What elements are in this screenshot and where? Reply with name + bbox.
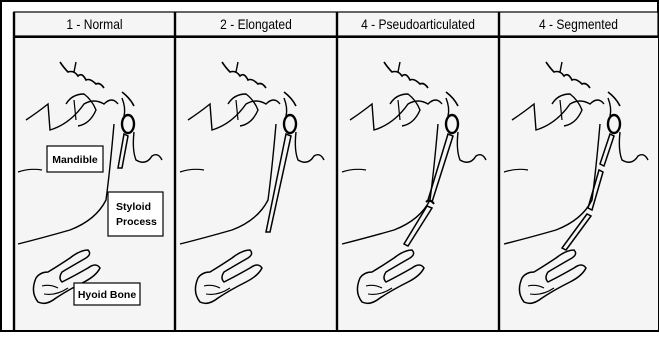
hyoid-label-box: Hyoid Bone <box>74 283 140 305</box>
hyoid-label: Hyoid Bone <box>78 289 136 301</box>
styloid-label-line2: Process <box>116 216 157 228</box>
styloid-label-line1: Styloid <box>116 201 151 213</box>
mandible-label-box: Mandible <box>47 146 103 172</box>
panel-title-pseudoarticulated: 4 - Pseudoarticulated <box>348 12 487 36</box>
panel-title-elongated: 2 - Elongated <box>186 12 325 36</box>
panel-title-segmented: 4 - Segmented <box>510 12 647 36</box>
panel-title-normal: 1 - Normal <box>25 12 163 36</box>
mandible-label: Mandible <box>52 154 98 166</box>
styloid-label-box: Styloid Process <box>108 192 163 236</box>
